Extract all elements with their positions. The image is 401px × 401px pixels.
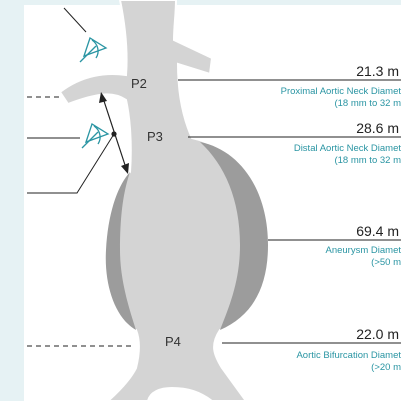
range-aneurysm: (>50 m [371,257,401,268]
name-aneurysm: Aneurysm Diamet [326,245,401,256]
label-p3: P3 [147,129,163,144]
label-p2: P2 [131,76,147,91]
neck-length-arrow [99,92,129,174]
range-distal-neck: (18 mm to 32 m [334,155,401,166]
range-proximal-neck: (18 mm to 32 m [334,98,401,109]
name-distal-neck: Distal Aortic Neck Diamet [294,143,401,154]
name-proximal-neck: Proximal Aortic Neck Diamet [281,86,401,97]
edge-marker [0,195,10,215]
angle-leader-line [27,134,114,193]
value-aneurysm: 69.4 m [356,223,399,239]
value-bifurcation: 22.0 m [356,326,399,342]
range-bifurcation: (>20 m [371,362,401,373]
name-bifurcation: Aortic Bifurcation Diamet [296,350,401,361]
value-proximal-neck: 21.3 m [356,63,399,79]
eye-icon [82,124,108,148]
eye-icon [80,38,106,62]
value-distal-neck: 28.6 m [356,120,399,136]
label-p4: P4 [165,334,181,349]
top-left-leader [64,8,86,32]
